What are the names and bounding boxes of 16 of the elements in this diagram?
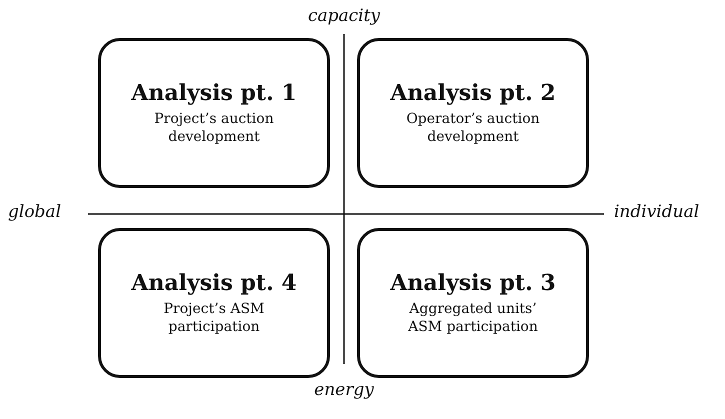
quadrant-box [98, 228, 330, 378]
box-heading: Analysis pt. 1 [131, 80, 297, 106]
box-description: Operator’s auction development [405, 110, 541, 146]
box-heading: Analysis pt. 3 [390, 270, 556, 296]
axis-label: energy [314, 380, 374, 400]
box-description: Project’s auction development [153, 110, 275, 146]
box-heading: Analysis pt. 2 [390, 80, 556, 106]
box-description: Aggregated units’ ASM participation [407, 300, 539, 336]
box-heading: Analysis pt. 4 [131, 270, 297, 296]
quadrant-box [357, 228, 589, 378]
axis-label: capacity [308, 6, 380, 26]
axis-label: global [8, 202, 62, 222]
axis-label: individual [614, 202, 700, 222]
quadrant-box [357, 38, 589, 188]
box-description: Project’s ASM participation [162, 300, 266, 336]
quadrant-box [98, 38, 330, 188]
